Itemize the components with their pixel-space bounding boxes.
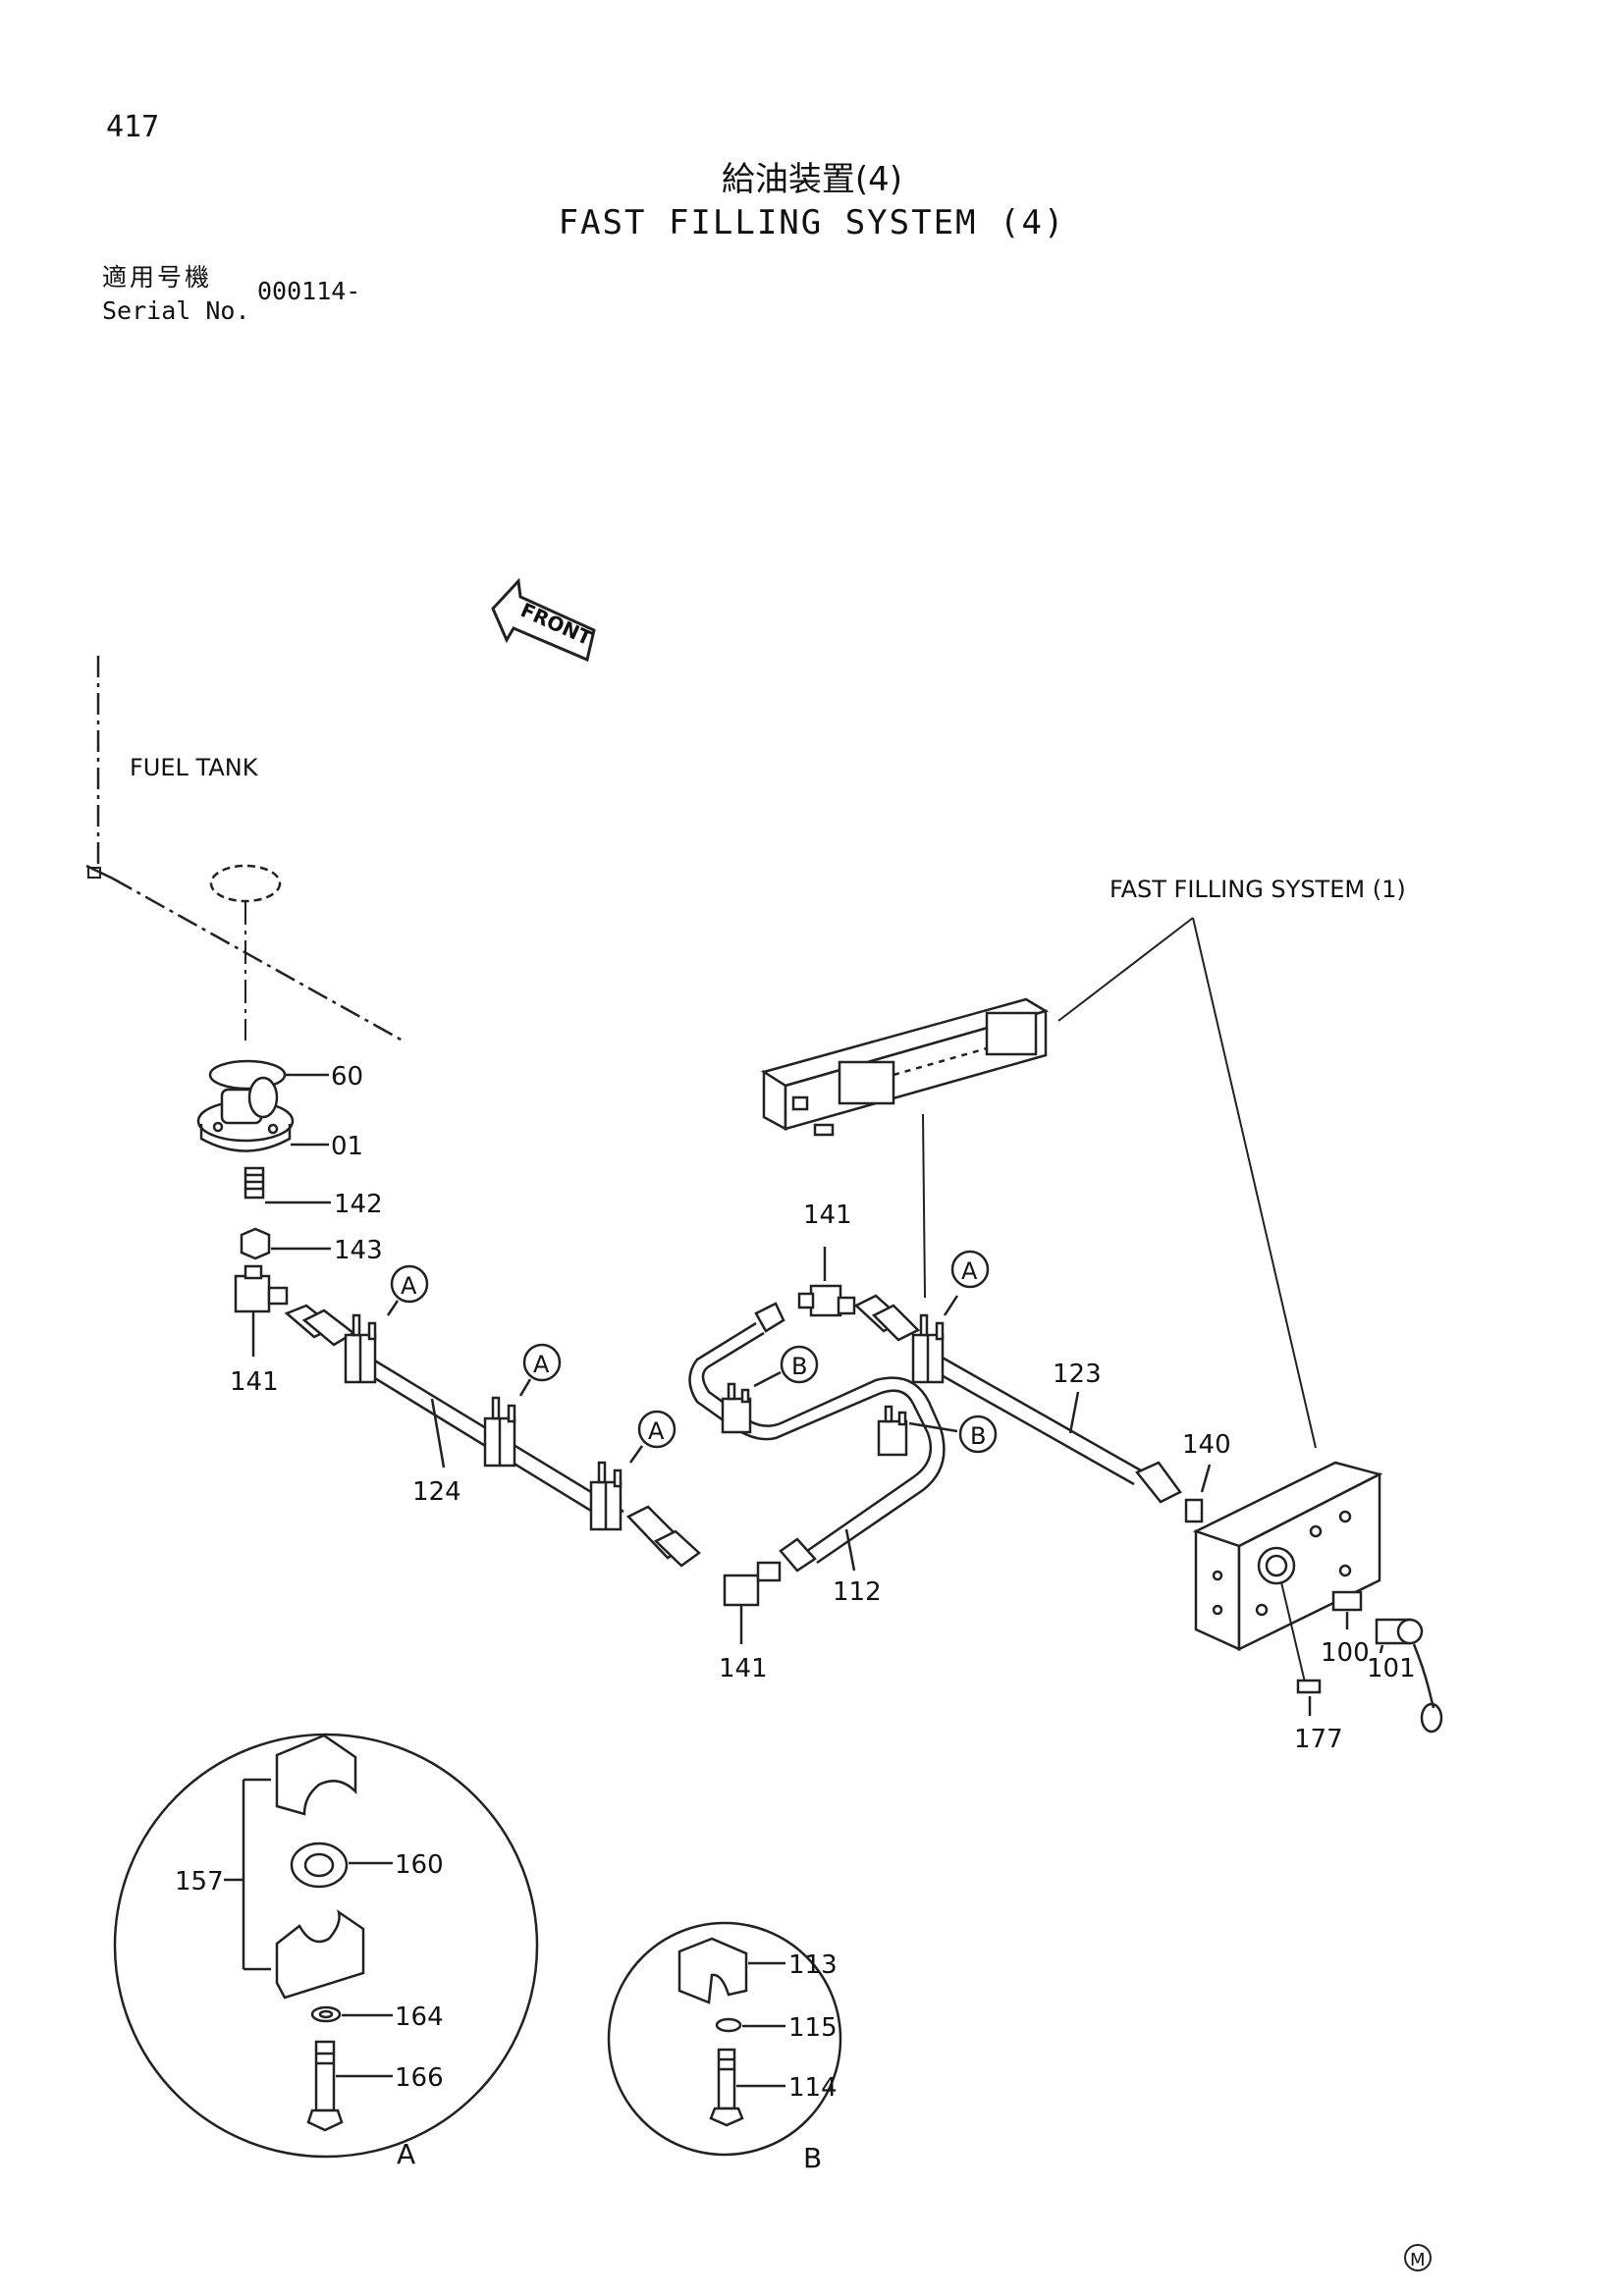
callout-a-3: A <box>628 1410 677 1464</box>
fitting-100 <box>1331 1590 1363 1612</box>
elbow-141-left <box>234 1264 289 1313</box>
callout-a-1: A <box>386 1264 429 1316</box>
fuel-tank-outline <box>85 656 404 1042</box>
part-label-60: 60 <box>331 1062 363 1092</box>
detail-label-a: A <box>397 2138 415 2170</box>
part-label-141-bottom: 141 <box>719 1654 768 1683</box>
clamp-a-2 <box>483 1396 516 1468</box>
part-label-177: 177 <box>1294 1725 1343 1754</box>
clamp-a-4 <box>911 1313 945 1384</box>
nipple-142 <box>244 1166 265 1200</box>
clamp-a-1 <box>344 1313 377 1384</box>
serial-number-value: 000114- <box>257 277 361 305</box>
elbow-flange-01 <box>196 1076 295 1152</box>
callout-b-2: B <box>908 1415 998 1454</box>
part-label-100: 100 <box>1321 1638 1370 1668</box>
tag-177 <box>1296 1679 1322 1694</box>
circled-m-mark: M <box>1404 2244 1432 2271</box>
detail-b <box>607 1921 842 2157</box>
part-label-140: 140 <box>1182 1430 1231 1460</box>
part-label-115: 115 <box>788 2013 838 2043</box>
page-number: 417 <box>106 110 160 144</box>
page-title: FAST FILLING SYSTEM (4) <box>558 203 1066 242</box>
part-label-142: 142 <box>334 1190 383 1219</box>
elbow-141-bottom <box>723 1561 782 1607</box>
part-label-141-left: 141 <box>230 1367 279 1397</box>
part-label-101: 101 <box>1367 1654 1416 1683</box>
svg-text:A: A <box>648 1417 665 1445</box>
clamp-a-3 <box>589 1461 623 1531</box>
receiver-block <box>1192 1461 1383 1652</box>
part-label-143: 143 <box>334 1236 383 1265</box>
fast-filling-system-1-label: FAST FILLING SYSTEM (1) <box>1110 876 1406 903</box>
clamp-b-2 <box>877 1405 908 1457</box>
detail-label-b: B <box>803 2142 822 2174</box>
part-label-141-top: 141 <box>803 1201 852 1230</box>
detail-a <box>113 1733 539 2159</box>
elbow-141-top <box>797 1284 856 1317</box>
serial-label-japanese: 適用号機 <box>102 263 213 292</box>
callout-b-1: B <box>753 1345 819 1388</box>
callout-a-4: A <box>943 1250 990 1316</box>
part-label-160: 160 <box>395 1850 444 1880</box>
tank-port <box>209 864 282 903</box>
svg-text:A: A <box>961 1257 978 1285</box>
part-label-112: 112 <box>833 1577 882 1607</box>
callout-a-2: A <box>518 1343 562 1397</box>
part-label-157: 157 <box>175 1867 224 1896</box>
svg-text:A: A <box>401 1272 417 1300</box>
part-label-01: 01 <box>331 1132 363 1161</box>
serial-label: Serial No. <box>102 296 250 325</box>
svg-text:M: M <box>1410 2250 1426 2270</box>
part-label-166: 166 <box>395 2063 444 2093</box>
part-label-113: 113 <box>788 1950 838 1980</box>
part-label-124: 124 <box>412 1477 461 1507</box>
front-arrow-icon: FRONT <box>491 577 596 663</box>
part-label-164: 164 <box>395 2002 444 2032</box>
svg-text:A: A <box>533 1351 550 1378</box>
cap-101 <box>1375 1618 1443 1734</box>
part-label-114: 114 <box>788 2073 838 2103</box>
connector-140 <box>1184 1498 1204 1523</box>
fuel-tank-label: FUEL TANK <box>130 754 259 781</box>
nut-143 <box>240 1227 271 1260</box>
part-label-123: 123 <box>1053 1360 1102 1389</box>
page-title-japanese: 給油装置(4) <box>721 160 903 199</box>
svg-text:B: B <box>791 1353 807 1380</box>
upper-bracket <box>760 997 1050 1137</box>
clamp-b-1 <box>721 1382 752 1434</box>
pipe-123 <box>853 1294 1182 1504</box>
svg-text:B: B <box>970 1422 986 1450</box>
